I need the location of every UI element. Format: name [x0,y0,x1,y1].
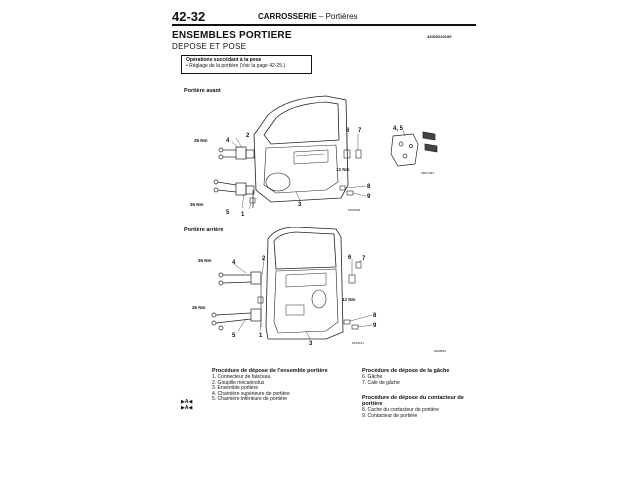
front-callout-9: 9 [367,194,371,200]
rear-callout-1: 1 [259,333,263,339]
procedure-item: 1. Connecteur de faisceau [212,374,271,380]
rear-door-illustration: 4 2 5 1 3 6 7 8 9 26 Nm 26 Nm 12 Nm 18V0… [192,227,446,353]
page-number: 42-32 [172,9,206,24]
detail-callout-4-5: 4, 5 [393,126,404,132]
striker-procedure: Procédure de dépose de la gâche 6. Gâche… [362,368,472,386]
hinge-detail-illustration: 4, 5 ABO7493 [390,126,438,175]
section-name: CARROSSERIE [258,12,317,21]
operations-item: • Réglage de la portière (Voir la page 4… [186,63,286,69]
front-door-window [263,101,340,145]
front-callout-4: 4 [226,138,230,144]
rear-torque-striker: 12 Nm [342,297,356,302]
front-figure-code: 18V0198 [348,208,360,212]
marker-a-lower-hinge: ▶A◀ [181,405,193,411]
rear-callout-5: 5 [232,333,236,339]
striker-procedure-title: Procédure de dépose de la gâche [362,368,450,374]
rear-torque-lower: 26 Nm [192,305,206,310]
front-callout-7: 7 [358,128,362,134]
rear-doc-code: 00005849 [434,349,446,353]
rear-door-frame [265,227,344,340]
procedure-item: 2. Goupille mécanindus [212,379,265,386]
upper-hinge [218,146,255,160]
rear-callout-7: 7 [362,256,366,262]
header-rule [172,24,476,26]
main-heading: ENSEMBLES PORTIERE [172,30,292,41]
lower-hinge [213,179,255,196]
front-door-label: Portière avant [184,88,221,94]
front-callout-3: 3 [298,202,302,208]
striker-parts [343,149,362,159]
front-torque-striker: 12 Nm [336,167,350,172]
marker-a-upper-hinge: ▶A◀ [181,399,193,405]
rear-door-label: Portière arrière [184,227,224,233]
document-code: 42000220199 [427,34,452,39]
front-door-illustration: 4 2 5 1 3 6 7 8 9 26 Nm 26 Nm 12 Nm 18V0… [190,95,371,218]
front-callout-1: 1 [241,212,245,218]
procedure-item: 7. Cale de gâche [362,379,400,386]
rear-door-window [273,231,337,270]
rear-callout-3: 3 [309,341,313,347]
procedure-item: 4. Charnière supérieure de portière [212,390,290,397]
rear-callout-9: 9 [373,323,377,329]
procedure-item: 5. Charnière inférieure de portière [212,396,288,403]
door-switch-procedure-title: Procédure de dépose du contacteur de por… [362,395,464,407]
rear-callout-6: 6 [348,255,352,261]
rear-callout-8: 8 [373,313,377,319]
door-switch-procedure: Procédure de dépose du contacteur de por… [362,395,472,419]
rear-figure-code: 18V0197 [352,341,364,345]
procedure-item: 8. Cache du contacteur de portière [362,407,439,413]
front-door-armrest [293,149,329,165]
section-title: CARROSSERIE – Portières [258,12,358,21]
rear-door-armrest [285,272,327,288]
front-torque-lower: 26 Nm [190,202,204,207]
rear-callout-2: 2 [262,256,266,262]
door-assembly-procedure-title: Procédure de dépose de l'ensemble portiè… [212,368,328,374]
rear-upper-hinge [218,271,262,286]
operations-title: Opérations succédant à la pose [186,57,262,63]
front-torque-upper: 26 Nm [194,138,208,143]
procedure-item: 6. Gâche [362,374,383,380]
procedure-item: 3. Ensemble portière [212,385,259,392]
sub-heading: DEPOSE ET POSE [172,42,247,51]
detail-figure-code: ABO7493 [421,171,434,175]
rear-torque-upper: 26 Nm [198,258,212,263]
front-door-inner-panel [263,144,339,194]
front-callout-6: 6 [346,128,350,134]
subsection-name: – Portières [318,12,358,21]
front-callout-8: 8 [367,184,371,190]
procedure-item: 9. Contacteur de portière [362,412,418,419]
rear-lower-hinge [211,308,262,331]
operations-box: Opérations succédant à la pose • Réglage… [181,55,312,74]
door-assembly-procedure: Procédure de dépose de l'ensemble portiè… [212,368,352,403]
front-door-frame [253,95,349,203]
front-callout-2: 2 [246,133,250,139]
rear-door-switch-parts [343,319,359,330]
rear-callout-4: 4 [232,260,236,266]
rear-striker-parts [348,261,362,284]
rear-door-inner-panel [273,268,339,334]
front-callout-5: 5 [226,210,230,216]
front-door-speaker [265,172,291,192]
rear-door-speaker [311,289,327,309]
